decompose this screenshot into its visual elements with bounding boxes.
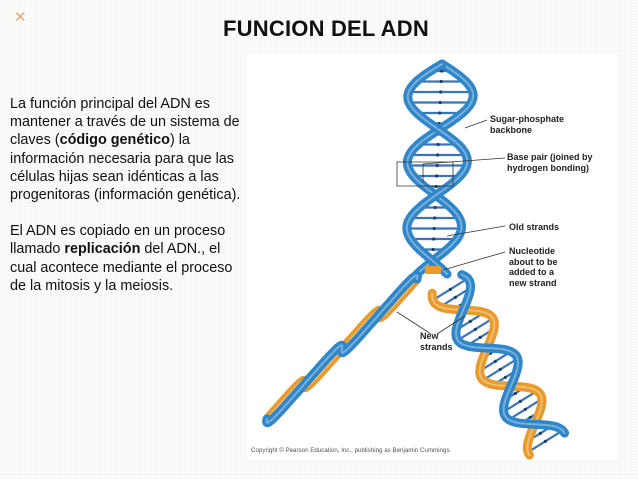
right-daughter-base-pair-bond [453, 295, 457, 299]
right-daughter-base-pair-bond [538, 431, 542, 435]
x-mark-icon: ✕ [14, 8, 27, 26]
right-daughter-base-pair-bond [503, 375, 507, 379]
parental-strand-b [402, 59, 472, 279]
paragraph-replication: El ADN es copiado en un proceso llamado … [10, 222, 242, 295]
parental-base-pair-bond [435, 163, 439, 168]
right-daughter-base-pair-bond [448, 287, 452, 291]
figure-copyright: Copyright © Pearson Education, Inc., pub… [251, 447, 452, 454]
label-old-strands: Old strands [509, 222, 560, 232]
right-new-strand [427, 288, 547, 460]
free-nucleotide [425, 266, 441, 274]
right-old-strand [451, 270, 570, 438]
callout-leader-line [436, 315, 466, 335]
parental-base-pair-bond [433, 216, 437, 220]
label-new-strands: New strands [420, 331, 453, 352]
right-daughter-base-pair-bond [518, 399, 522, 403]
dna-replication-figure: Sugar-phosphate backbone Base pair (join… [247, 54, 617, 460]
callout-leader-line [446, 225, 506, 237]
parental-strand-b-highlight [405, 63, 469, 275]
right-daughter-base-pair-bond [478, 335, 482, 339]
paragraph-text: del ADN., el cual acontece mediante el p… [10, 241, 233, 294]
parental-base-pair-bond [435, 174, 439, 178]
right-daughter-base-pair-bond [468, 319, 472, 323]
right-daughter-base-pair-bond [543, 439, 547, 443]
dna-helix-illustration [262, 59, 570, 460]
callout-leader-line [396, 311, 432, 335]
left-old-strand-highlight [265, 274, 419, 424]
paragraph-text: La función principal del ADN es mantener… [10, 96, 240, 149]
parental-base-pair-bond [434, 184, 438, 189]
paragraph-text: El ADN es copiado en un proceso llamado [10, 223, 226, 258]
parental-base-pair-bond [440, 69, 444, 73]
parental-base-pair-bond [432, 237, 436, 241]
right-daughter-base-pair-bond [493, 359, 497, 363]
bold-term-replicacion: replicación [64, 241, 141, 258]
parental-strand-a-highlight [406, 63, 475, 275]
parental-base-pair-bond [433, 205, 437, 210]
paragraph-text: ) la información necesaria para que las … [10, 132, 241, 204]
parental-base-pair-bond [438, 100, 442, 105]
right-daughter-base-pair-bond [523, 407, 527, 411]
text-column: La función principal del ADN es mantener… [10, 95, 242, 295]
parental-strand-a [402, 59, 478, 279]
callout-leader-line [422, 157, 506, 165]
right-daughter-base-pair-bond [498, 367, 502, 371]
parental-base-pair-bond [439, 90, 443, 94]
left-old-strand [262, 270, 422, 428]
parental-base-pair-bond [438, 111, 442, 115]
slide-title: FUNCION DEL ADN [223, 16, 429, 41]
label-nucleotide: Nucleotide about to be added to a new st… [509, 246, 558, 288]
parental-base-pair-bond [431, 247, 435, 252]
parental-base-pair-bond [439, 79, 443, 84]
right-daughter-base-pair-bond [528, 415, 532, 419]
label-sugar-phosphate-backbone: Sugar-phosphate backbone [490, 114, 565, 135]
parental-base-pair-bond [432, 226, 436, 231]
right-daughter-base-pair-bond [513, 391, 517, 395]
right-daughter-base-pair-bond [473, 327, 477, 331]
parental-base-pair-bond [436, 153, 440, 157]
callout-leader-line [464, 119, 488, 129]
bold-term-codigo-genetico: código genético [59, 132, 170, 149]
base-pair-bracket [396, 161, 454, 187]
right-old-strand-highlight [454, 273, 566, 434]
parental-base-pair-bond [436, 142, 440, 147]
label-base-pair: Base pair (joined by hydrogen bonding) [507, 152, 593, 173]
paragraph-function: La función principal del ADN es mantener… [10, 95, 242, 204]
callout-leader-line [442, 251, 506, 271]
